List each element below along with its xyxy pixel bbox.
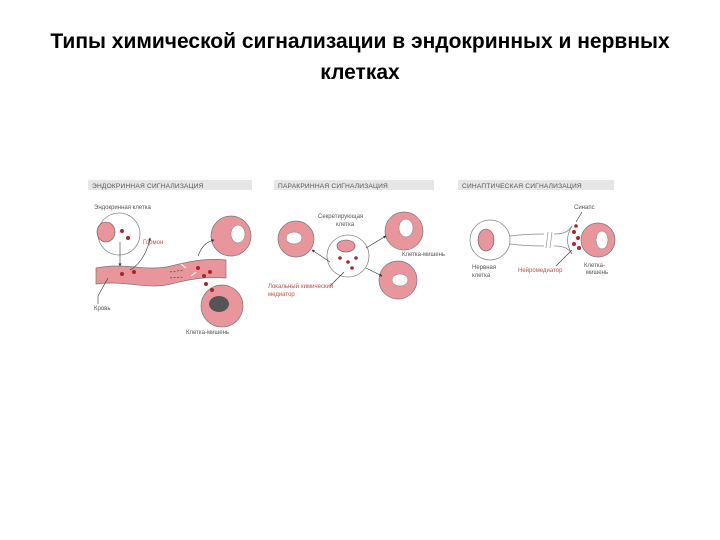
paracrine-target-left-nucleus [286,232,302,244]
axon-break [546,232,552,248]
hormone-dot [210,288,214,292]
endocrine-header: ЭНДОКРИННАЯ СИГНАЛИЗАЦИЯ [92,183,204,190]
blood-vessel [96,259,226,286]
nerve-cell-label-2: клетка [472,273,491,279]
paracrine-arrow-upper-right [366,236,386,248]
mediator-dot [350,266,354,270]
synapse-pointer [576,212,582,222]
nerve-cell-nucleus [478,229,494,251]
endocrine-cell-nucleus [97,222,115,242]
target-arrow-upper [198,240,214,256]
secreting-cell-label-2: клетка [336,222,355,228]
paracrine-secreting-nucleus [337,240,355,252]
hormone-dot [120,272,124,276]
target-cell-lower-nucleus [209,296,229,312]
neurotransmitter-pointer [556,250,572,266]
hormone-dot [204,282,208,286]
synapse-label: Синапс [574,205,595,211]
hormone-dot [196,266,200,270]
paracrine-target-upper-right-nucleus [399,219,413,237]
mediator-label-1: Локальный химический [268,283,333,290]
secreting-cell-label-1: Секретирующая [318,214,363,220]
neurotransmitter-label: Нейромедиатор [518,267,563,274]
neurotransmitter-dot [577,246,581,250]
endocrine-target-label: Клетка-мишень [186,330,229,336]
paracrine-target-lower-right-nucleus [392,274,408,286]
endocrine-panel: ЭНДОКРИННАЯ СИГНАЛИЗАЦИЯ Эндокринная кле… [88,180,252,336]
nerve-cell-label-1: Нервная [472,265,496,271]
neurotransmitter-dot [572,230,576,234]
mediator-dot [346,260,350,264]
slide-title: Типы химической сигнализации в эндокринн… [40,26,680,88]
paracrine-panel: ПАРАКРИННАЯ СИГНАЛИЗАЦИЯ Секретирующая к… [268,180,445,299]
axon-terminal [554,226,572,254]
synaptic-target-label-2: мишень [586,270,608,276]
hormone-dot [202,274,206,278]
mediator-label-2: медиатор [268,292,295,298]
neurotransmitter-dot [572,242,576,246]
hormone-label: Гормон [143,240,163,246]
paracrine-header: ПАРАКРИННАЯ СИГНАЛИЗАЦИЯ [278,183,388,190]
paracrine-target-label: Клетка-мишень [402,252,445,258]
synaptic-target-nucleus [596,231,608,249]
synaptic-panel: СИНАПТИЧЕСКАЯ СИГНАЛИЗАЦИЯ Синапс Клетка… [458,180,615,279]
hormone-dot [208,270,212,274]
neurotransmitter-dot [574,224,578,228]
hormone-dot [132,270,136,274]
target-cell-upper-nucleus [231,225,245,243]
synaptic-header: СИНАПТИЧЕСКАЯ СИГНАЛИЗАЦИЯ [462,183,582,190]
mediator-dot [338,256,342,260]
blood-label: Кровь [94,306,110,312]
axon [510,234,544,246]
signaling-diagram: ЭНДОКРИННАЯ СИГНАЛИЗАЦИЯ Эндокринная кле… [86,176,616,338]
paracrine-arrow-lower-right [366,268,382,276]
hormone-dot [126,236,130,240]
hormone-dot [120,229,124,233]
synaptic-target-label-1: Клетка- [584,263,605,269]
neurotransmitter-dot [576,236,580,240]
mediator-dot [354,256,358,260]
endocrine-cell-label: Эндокринная клетка [94,205,151,211]
chemical-signaling-figure: ЭНДОКРИННАЯ СИГНАЛИЗАЦИЯ Эндокринная кле… [86,176,616,338]
